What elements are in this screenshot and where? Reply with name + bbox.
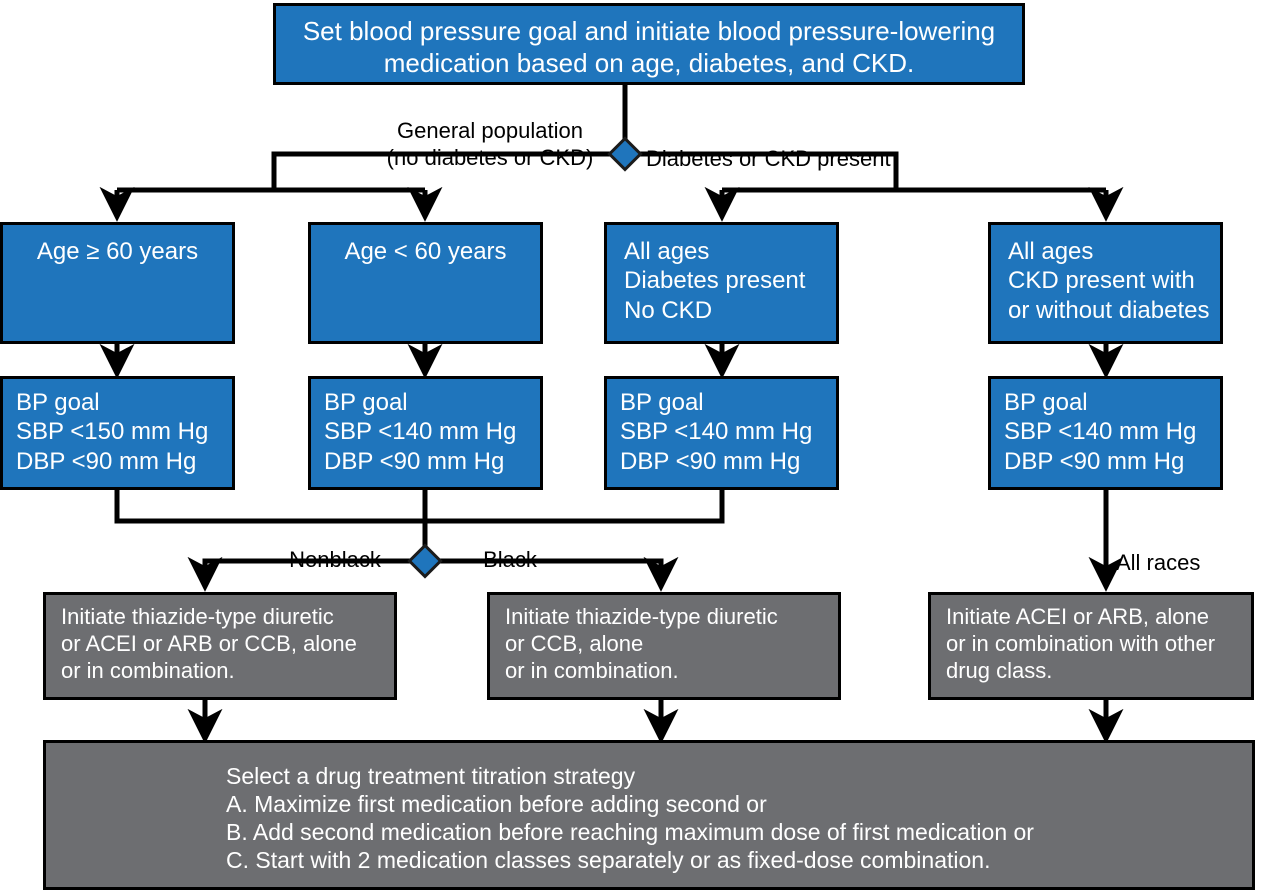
edge-label-general-population: General population (no diabetes or CKD) bbox=[386, 118, 594, 170]
node-goal-140-90-b-text: BP goal SBP <140 mm Hg DBP <90 mm Hg bbox=[620, 389, 813, 475]
edge-label-nonblack: Nonblack bbox=[289, 547, 381, 573]
node-age-lt-60-text: Age < 60 years bbox=[344, 238, 507, 265]
node-titration[interactable]: Select a drug treatment titration strate… bbox=[43, 740, 1255, 890]
node-diabetes-no-ckd-text: All ages Diabetes present No CKD bbox=[624, 238, 806, 324]
node-ckd-all[interactable]: All ages CKD present with or without dia… bbox=[988, 222, 1223, 344]
node-rx-black[interactable]: Initiate thiazide-type diuretic or CCB, … bbox=[487, 592, 841, 700]
node-age-ge-60-text: Age ≥ 60 years bbox=[36, 238, 199, 265]
node-goal-140-90-a[interactable]: BP goal SBP <140 mm Hg DBP <90 mm Hg bbox=[308, 376, 543, 490]
node-goal-140-90-c-text: BP goal SBP <140 mm Hg DBP <90 mm Hg bbox=[1004, 389, 1197, 475]
edge-label-diabetes-or-ckd: Diabetes or CKD present bbox=[646, 146, 891, 172]
edge-label-black: Black bbox=[483, 547, 537, 573]
node-diabetes-no-ckd[interactable]: All ages Diabetes present No CKD bbox=[604, 222, 839, 344]
node-goal-150-90[interactable]: BP goal SBP <150 mm Hg DBP <90 mm Hg bbox=[0, 376, 235, 490]
node-goal-140-90-b[interactable]: BP goal SBP <140 mm Hg DBP <90 mm Hg bbox=[604, 376, 839, 490]
node-titration-text: Select a drug treatment titration strate… bbox=[226, 763, 1034, 874]
node-goal-140-90-c[interactable]: BP goal SBP <140 mm Hg DBP <90 mm Hg bbox=[988, 376, 1223, 490]
node-rx-ckd[interactable]: Initiate ACEI or ARB, alone or in combin… bbox=[928, 592, 1254, 700]
node-age-ge-60[interactable]: Age ≥ 60 years bbox=[0, 222, 235, 344]
node-goal-140-90-a-text: BP goal SBP <140 mm Hg DBP <90 mm Hg bbox=[324, 389, 517, 475]
node-rx-ckd-text: Initiate ACEI or ARB, alone or in combin… bbox=[946, 604, 1216, 683]
node-goal-150-90-text: BP goal SBP <150 mm Hg DBP <90 mm Hg bbox=[16, 389, 209, 475]
node-root[interactable]: Set blood pressure goal and initiate blo… bbox=[273, 3, 1025, 85]
node-rx-black-text: Initiate thiazide-type diuretic or CCB, … bbox=[505, 604, 778, 683]
node-rx-nonblack-text: Initiate thiazide-type diuretic or ACEI … bbox=[61, 604, 357, 683]
node-rx-nonblack[interactable]: Initiate thiazide-type diuretic or ACEI … bbox=[43, 592, 397, 700]
node-ckd-all-text: All ages CKD present with or without dia… bbox=[1008, 238, 1210, 324]
edge-label-all-races: All races bbox=[1116, 550, 1201, 576]
edge-goal-merge-bar bbox=[114, 490, 725, 524]
node-age-lt-60[interactable]: Age < 60 years bbox=[308, 222, 543, 344]
node-root-text: Set blood pressure goal and initiate blo… bbox=[302, 16, 996, 78]
